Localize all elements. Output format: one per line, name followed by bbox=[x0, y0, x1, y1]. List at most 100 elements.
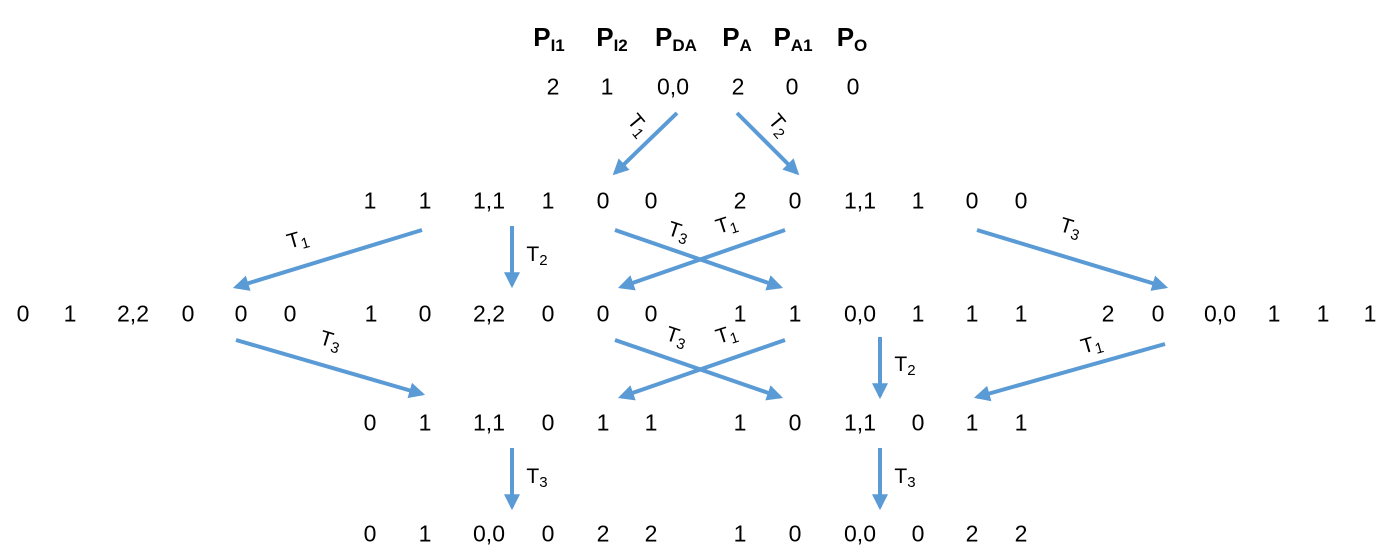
marking-m2c-value-0: 1 bbox=[733, 300, 747, 327]
marking-m4b-value-2: 0,0 bbox=[844, 520, 876, 547]
marking-m3a-value-2: 1,1 bbox=[473, 409, 505, 436]
marking-m4b-value-5: 2 bbox=[1014, 520, 1028, 547]
marking-m2a-value-1: 1 bbox=[63, 300, 77, 327]
place-letter: P bbox=[533, 22, 551, 52]
marking-m4a-value-3: 0 bbox=[541, 520, 555, 547]
marking-m1a-value-5: 0 bbox=[644, 187, 658, 214]
transition-subscript: 3 bbox=[539, 474, 548, 491]
marking-m1b-value-4: 0 bbox=[965, 187, 979, 214]
marking-m0-value-0: 2 bbox=[546, 73, 560, 100]
marking-m0-value-1: 1 bbox=[600, 73, 614, 100]
marking-m4a-value-1: 1 bbox=[418, 520, 432, 547]
marking-m4a-value-4: 2 bbox=[596, 520, 610, 547]
transition-label-m3a-to-m4a: T3 bbox=[526, 466, 547, 490]
arrow-m0-to-m1b bbox=[735, 111, 800, 176]
place-letter: P bbox=[722, 22, 740, 52]
marking-m3b-value-0: 1 bbox=[733, 409, 747, 436]
marking-m3b-value-1: 0 bbox=[788, 409, 802, 436]
marking-m3a-value-1: 1 bbox=[418, 409, 432, 436]
marking-m1b-value-0: 2 bbox=[733, 187, 747, 214]
arrow-m0-to-m1a bbox=[612, 111, 679, 176]
transition-label-m1a-to-m2b: T2 bbox=[526, 244, 547, 268]
marking-m4b-value-1: 0 bbox=[788, 520, 802, 547]
marking-m2b-value-1: 0 bbox=[418, 300, 432, 327]
place-subscript: A bbox=[739, 36, 752, 55]
place-letter: P bbox=[655, 22, 673, 52]
transition-label-m3b-to-m4b: T3 bbox=[894, 466, 915, 490]
place-header-da: PDA bbox=[655, 22, 697, 56]
transition-subscript: 2 bbox=[907, 362, 916, 379]
marking-m0-value-3: 2 bbox=[731, 73, 745, 100]
marking-m2d-value-2: 0,0 bbox=[1204, 300, 1236, 327]
place-header-i2: PI2 bbox=[596, 22, 628, 56]
arrow-m2d-to-m3b bbox=[973, 342, 1166, 402]
marking-m2d-value-3: 1 bbox=[1267, 300, 1281, 327]
marking-m3a-value-4: 1 bbox=[596, 409, 610, 436]
marking-m4a-value-0: 0 bbox=[363, 520, 377, 547]
marking-m0-value-2: 0,0 bbox=[657, 73, 689, 100]
marking-m4b-value-4: 2 bbox=[965, 520, 979, 547]
marking-m3a-value-5: 1 bbox=[644, 409, 658, 436]
marking-m1b-value-3: 1 bbox=[911, 187, 925, 214]
marking-m1a-value-1: 1 bbox=[418, 187, 432, 214]
marking-m1b-value-2: 1,1 bbox=[844, 187, 876, 214]
transition-letter: T bbox=[894, 465, 908, 488]
place-subscript: O bbox=[854, 36, 868, 55]
arrow-m2c-to-m3a bbox=[617, 338, 786, 401]
transition-letter: T bbox=[526, 243, 540, 266]
marking-m4b-value-0: 1 bbox=[733, 520, 747, 547]
marking-m1b-value-1: 0 bbox=[788, 187, 802, 214]
marking-m2b-value-0: 1 bbox=[364, 300, 378, 327]
marking-m3b-value-3: 0 bbox=[911, 409, 925, 436]
marking-m3b-value-5: 1 bbox=[1014, 409, 1028, 436]
marking-m2a-value-0: 0 bbox=[16, 300, 30, 327]
marking-m1b-value-5: 0 bbox=[1014, 187, 1028, 214]
place-header-i1: PI1 bbox=[533, 22, 565, 56]
arrow-m1b-to-m2d bbox=[976, 228, 1169, 291]
place-letter: P bbox=[836, 22, 855, 52]
transition-subscript: 3 bbox=[907, 474, 916, 491]
marking-m1a-value-2: 1,1 bbox=[473, 187, 505, 214]
marking-m2a-value-5: 0 bbox=[283, 300, 297, 327]
place-header-o: PO bbox=[837, 22, 868, 56]
marking-m3b-value-4: 1 bbox=[965, 409, 979, 436]
marking-m1a-value-4: 0 bbox=[596, 187, 610, 214]
transition-letter: T bbox=[894, 353, 908, 376]
marking-m0-value-4: 0 bbox=[785, 73, 799, 100]
transition-letter: T bbox=[526, 465, 540, 488]
marking-m3b-value-2: 1,1 bbox=[844, 409, 876, 436]
place-letter: P bbox=[773, 22, 791, 52]
marking-m1a-value-0: 1 bbox=[363, 187, 377, 214]
marking-m2c-value-5: 1 bbox=[1014, 300, 1028, 327]
place-subscript: A1 bbox=[790, 36, 813, 55]
marking-m3a-value-3: 0 bbox=[541, 409, 555, 436]
transition-label-m2c-to-m3b: T2 bbox=[894, 354, 915, 378]
marking-m2d-value-1: 0 bbox=[1151, 300, 1165, 327]
place-subscript: I1 bbox=[550, 36, 565, 55]
marking-m2a-value-2: 2,2 bbox=[117, 300, 149, 327]
marking-m1a-value-3: 1 bbox=[541, 187, 555, 214]
marking-m2a-value-3: 0 bbox=[181, 300, 195, 327]
marking-m2c-value-1: 1 bbox=[788, 300, 802, 327]
marking-m2d-value-4: 1 bbox=[1316, 300, 1330, 327]
marking-m2b-value-3: 0 bbox=[541, 300, 555, 327]
arrow-m1a-to-m2a bbox=[232, 228, 423, 291]
marking-m2c-value-2: 0,0 bbox=[844, 300, 876, 327]
marking-m2d-value-5: 1 bbox=[1363, 300, 1377, 327]
marking-m2c-value-3: 1 bbox=[911, 300, 925, 327]
marking-m2c-value-4: 1 bbox=[965, 300, 979, 327]
marking-m2b-value-4: 0 bbox=[596, 300, 610, 327]
arrow-m1b-to-m2b bbox=[617, 228, 786, 291]
place-subscript: I2 bbox=[613, 36, 628, 55]
place-subscript: DA bbox=[672, 36, 697, 55]
marking-m2d-value-0: 2 bbox=[1101, 300, 1115, 327]
arrow-m2a-to-m3a bbox=[235, 338, 426, 399]
marking-m0-value-5: 0 bbox=[846, 73, 860, 100]
marking-m3a-value-0: 0 bbox=[363, 409, 377, 436]
marking-m4a-value-2: 0,0 bbox=[473, 520, 505, 547]
marking-m2b-value-5: 0 bbox=[644, 300, 658, 327]
place-header-a: PA bbox=[722, 22, 752, 56]
marking-m4a-value-5: 2 bbox=[644, 520, 658, 547]
